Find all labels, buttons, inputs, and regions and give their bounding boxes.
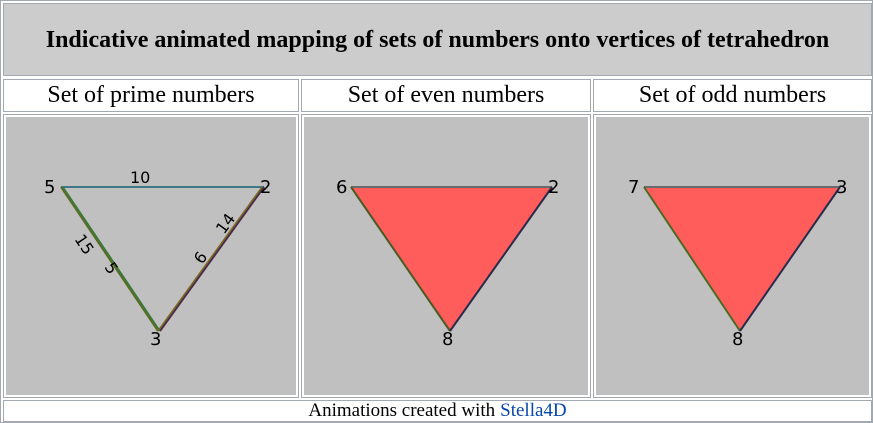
vertex-label-bottom: 3	[150, 329, 161, 350]
edge-left	[643, 186, 741, 332]
animation-image-odd[interactable]: 7 3 8	[596, 117, 869, 395]
edge-right	[449, 186, 553, 332]
column-header-prime-text: Set of prime numbers	[47, 82, 255, 108]
column-header-prime: Set of prime numbers	[3, 79, 299, 112]
footer-text: Animations created with	[308, 400, 496, 421]
face-even	[351, 187, 552, 331]
vertex-label-left: 6	[336, 177, 347, 198]
table-title: Indicative animated mapping of sets of n…	[3, 3, 872, 76]
edge-left	[350, 186, 451, 332]
table-title-text: Indicative animated mapping of sets of n…	[45, 26, 830, 53]
table-footer: Animations created with Stella4D	[3, 400, 872, 422]
tetrahedron-odd-svg: 7 3 8	[628, 177, 847, 350]
animation-image-prime[interactable]: 5 2 3 10 15 5 14 6	[6, 117, 296, 395]
edge-right-2	[157, 186, 263, 332]
edge-label-left-inner: 5	[101, 259, 122, 278]
column-header-odd-text: Set of odd numbers	[638, 82, 827, 108]
vertex-label-bottom: 8	[732, 329, 743, 350]
image-cell-odd: 7 3 8	[593, 114, 872, 398]
vertex-label-right: 3	[836, 177, 847, 198]
tetrahedron-prime-svg: 5 2 3 10 15 5 14 6	[44, 168, 271, 350]
face-odd	[644, 187, 840, 331]
column-header-even: Set of even numbers	[301, 79, 591, 112]
stella4d-link[interactable]: Stella4D	[500, 400, 567, 421]
column-header-even-text: Set of even numbers	[347, 82, 545, 108]
image-cell-even: 6 2 8	[301, 114, 591, 398]
edge-label-top: 10	[130, 168, 150, 187]
vertex-label-right: 2	[548, 177, 559, 198]
vertex-label-left: 7	[628, 177, 639, 198]
edge-left	[60, 186, 159, 332]
vertex-label-bottom: 8	[442, 329, 453, 350]
tetrahedron-even-svg: 6 2 8	[336, 177, 559, 350]
vertex-label-left: 5	[44, 177, 55, 198]
edge-left-2	[62, 186, 161, 332]
animation-image-even[interactable]: 6 2 8	[304, 117, 588, 395]
image-cell-prime: 5 2 3 10 15 5 14 6	[3, 114, 299, 398]
column-header-odd: Set of odd numbers	[593, 79, 872, 112]
edge-right	[159, 186, 265, 332]
vertex-label-right: 2	[260, 177, 271, 198]
edge-label-right-outer: 14	[212, 210, 239, 238]
edge-right	[739, 186, 841, 332]
